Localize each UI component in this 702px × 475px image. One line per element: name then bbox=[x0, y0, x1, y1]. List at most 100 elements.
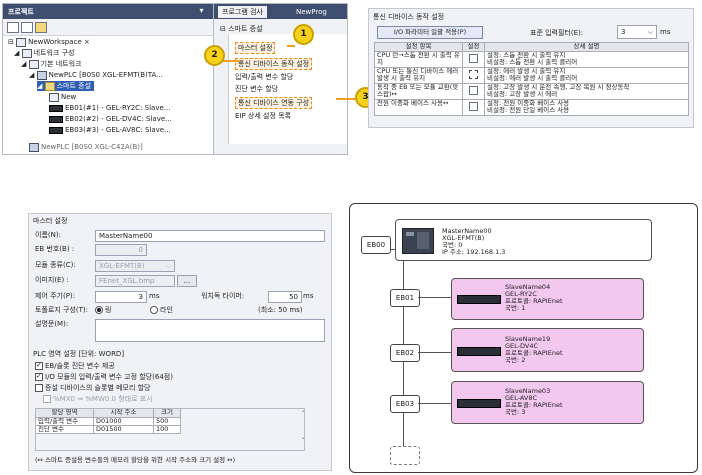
collapse-icon[interactable]: ◢ bbox=[29, 71, 37, 79]
workspace-icon bbox=[16, 37, 27, 47]
slave-eb-label[interactable]: EB01 bbox=[390, 289, 420, 307]
menu-item-master-setting[interactable]: 마스터 설정 bbox=[235, 42, 276, 54]
tab-new-program[interactable]: NewProg bbox=[296, 8, 327, 16]
setting-checkbox[interactable] bbox=[469, 54, 478, 63]
folder-icon[interactable] bbox=[35, 22, 47, 33]
slave-card[interactable]: SlaveName19 GEL-DV4C 프로토콜: RAPIEnet 국번: … bbox=[451, 328, 644, 372]
tree-item-label: EB01(#1) - GEL-RY2C: Slave... bbox=[65, 104, 171, 112]
scroll-up-icon[interactable]: ⌃ bbox=[300, 410, 307, 417]
tree-item-smart-extension[interactable]: ◢ 스마트 증설 bbox=[37, 81, 95, 91]
apply-io-parameters-button[interactable]: I/O 파라미터 일괄 적용(P) bbox=[377, 26, 483, 39]
tree-item-newplc-master[interactable]: ◢ NewPLC [B0S0 XGL-EFMT(B)TA... bbox=[29, 70, 163, 80]
slave-station: 국번: 2 bbox=[505, 356, 526, 364]
topology-ring-radio[interactable]: 링 bbox=[95, 305, 111, 316]
menu-item-io-variable-allocation[interactable]: 입력/출력 변수 할당 bbox=[235, 73, 294, 81]
eb-number-label: EB 번호(B) : bbox=[35, 245, 75, 253]
menu-item-comm-device-operation[interactable]: 통신 디바이스 동작 설정 bbox=[235, 58, 313, 70]
tree-item-eb02[interactable]: EB02(#2) - GEL-DV4C: Slave... bbox=[49, 114, 172, 124]
plc-area-table: 할당 영역 시작 주소 크기 입력/출력 변수 D01000 500 진단 변수… bbox=[35, 408, 181, 434]
table-scrollbar[interactable]: ⌃ ⌄ bbox=[299, 408, 308, 444]
description-field[interactable] bbox=[95, 319, 325, 342]
name-field[interactable]: MasterName00 bbox=[95, 230, 325, 242]
menu-item-eip-detail-list[interactable]: EIP 상세 설정 목록 bbox=[235, 112, 292, 120]
size-cell[interactable]: 100 bbox=[153, 425, 181, 434]
tree-item-network-config[interactable]: ◢ 네트워크 구성 bbox=[14, 48, 74, 58]
callout-3-line bbox=[336, 98, 358, 100]
tree-item-basic-network[interactable]: ◢ 기본 네트워크 bbox=[21, 59, 81, 69]
tab-program-check[interactable]: 프로그램 검사 bbox=[218, 6, 267, 18]
col-header-setting: 설정 bbox=[462, 42, 485, 52]
collapse-icon[interactable]: ◢ bbox=[21, 60, 29, 68]
radio-icon bbox=[150, 306, 158, 314]
menu-root-smart-extension[interactable]: ⊟ 스마트 증설 bbox=[220, 24, 263, 34]
setting-checkbox-cell bbox=[462, 99, 485, 116]
tree-item-label: 스마트 증설 bbox=[56, 82, 92, 90]
slave-station: 국번: 3 bbox=[505, 408, 526, 416]
collapse-icon[interactable]: ⊟ bbox=[8, 38, 17, 46]
setting-checkbox[interactable] bbox=[469, 86, 478, 95]
callout-2-badge: 2 bbox=[204, 45, 225, 66]
menu-item-comm-device-link-config[interactable]: 통신 디바이스 연동 구성 bbox=[235, 97, 313, 109]
copy-icon[interactable] bbox=[21, 22, 33, 33]
slot-memory-checkbox[interactable]: 증설 디바이스의 슬롯별 메모리 할당 bbox=[35, 383, 151, 394]
program-icon bbox=[49, 92, 59, 102]
callout-1-line bbox=[287, 45, 295, 47]
control-period-field[interactable]: 3 bbox=[95, 291, 147, 303]
slave-eb-label[interactable]: EB02 bbox=[390, 344, 420, 362]
control-period-label: 제어 주기(P): bbox=[35, 292, 76, 300]
tree-item-new[interactable]: New bbox=[49, 92, 76, 102]
slave-card[interactable]: SlaveName03 GEL-AV8C 프로토콜: RAPIEnet 국번: … bbox=[451, 381, 644, 424]
tree-item-label: NewWorkspace × bbox=[28, 38, 90, 46]
filter-label: 표준 입력필터(E): bbox=[530, 29, 584, 37]
master-eb-label[interactable]: EB00 bbox=[361, 236, 391, 254]
table-row: CPU 런→스톱 전환 시 출력 유지 설정: 스톱 전환 시 출력 유지 비설… bbox=[374, 51, 689, 68]
slave-link-line bbox=[418, 352, 451, 353]
checkbox-checked-icon bbox=[35, 360, 43, 371]
slave-module-icon bbox=[49, 115, 63, 123]
tree-item-newplc-2[interactable]: NewPLC [B0S0 XGL-C42A(B)] bbox=[29, 142, 143, 152]
setting-checkbox-cell bbox=[462, 67, 485, 84]
collapse-icon[interactable]: ◢ bbox=[14, 49, 22, 57]
project-panel-title: 프로젝트 bbox=[8, 8, 34, 16]
setting-checkbox[interactable] bbox=[469, 70, 478, 79]
watchdog-label: 워치독 타이머: bbox=[201, 292, 245, 300]
table-row[interactable]: 진단 변수 D01500 100 bbox=[35, 425, 181, 434]
menu-list: 마스터 설정 통신 디바이스 동작 설정 입력/출력 변수 할당 진단 변수 할… bbox=[228, 34, 347, 144]
scroll-down-icon[interactable]: ⌄ bbox=[300, 434, 307, 441]
browse-image-button[interactable]: ... bbox=[177, 275, 197, 287]
eb-slot-diag-checkbox[interactable]: EB/슬롯 진단 변수 제공 bbox=[35, 360, 115, 372]
setting-item: CPU 또는 통신 디바이스 에러 발생 시 출력 유지 bbox=[374, 67, 463, 84]
setting-item: 동작 중 EB 또는 모듈 교환(핫 스왑)↔ bbox=[374, 83, 463, 100]
topology-line-radio[interactable]: 라인 bbox=[150, 305, 173, 316]
slave-protocol: 프로토콜: RAPIEnet bbox=[505, 349, 563, 357]
watchdog-unit: ms bbox=[303, 292, 314, 300]
setting-description: 설정: 스톱 전환 시 출력 유지 비설정: 스톱 전환 시 출력 클리어 bbox=[484, 51, 689, 68]
master-card[interactable]: MasterName00 XGL-EFMT(B) 국번: 0 IP 주소: 19… bbox=[395, 219, 652, 261]
tree-item-workspace[interactable]: ⊟ NewWorkspace × bbox=[8, 37, 90, 47]
menu-item-diagnostic-variable[interactable]: 진단 변수 할당 bbox=[235, 85, 279, 93]
properties-icon[interactable] bbox=[7, 22, 19, 33]
filter-select[interactable]: 3 ⌵ bbox=[617, 25, 657, 39]
tree-item-eb01[interactable]: EB01(#1) - GEL-RY2C: Slave... bbox=[49, 103, 170, 113]
master-setting-title: 마스터 설정 bbox=[33, 217, 68, 225]
collapse-icon[interactable]: ⊟ bbox=[220, 25, 229, 33]
network-icon bbox=[28, 59, 39, 69]
slave-module-icon bbox=[49, 104, 63, 112]
callout-1-badge: 1 bbox=[293, 24, 314, 45]
slave-card[interactable]: SlaveName04 GEL-RY2C 프로토콜: RAPIEnet 국번: … bbox=[451, 278, 644, 320]
tree-item-eb03[interactable]: EB03(#3) - GEL-AV8C: Slave... bbox=[49, 125, 171, 135]
table-header-row: 설정 항목 설정 상세 설명 bbox=[374, 42, 689, 52]
collapse-icon[interactable]: ◢ bbox=[37, 82, 45, 90]
slave-eb-label[interactable]: EB03 bbox=[390, 395, 420, 413]
tree-item-label: New bbox=[61, 93, 77, 101]
empty-eb-slot[interactable] bbox=[390, 446, 420, 465]
setting-checkbox[interactable] bbox=[469, 102, 478, 111]
watchdog-field[interactable]: 50 bbox=[268, 291, 302, 303]
setting-item: 전원 이중화 베이스 사용↔ bbox=[374, 99, 463, 116]
checkbox-label: I/O 모듈의 입력/출력 변수 고정 할당(64점) bbox=[45, 373, 173, 381]
mx-display-checkbox: %MX0 ⇒ %MW0.0 형태로 표시 bbox=[43, 394, 153, 405]
io-fixed-allocation-checkbox[interactable]: I/O 모듈의 입력/출력 변수 고정 할당(64점) bbox=[35, 371, 173, 383]
checkbox-label: 증설 디바이스의 슬롯별 메모리 할당 bbox=[45, 384, 151, 392]
module-type-select: XGL-EFMT(B) ⌵ bbox=[95, 260, 175, 272]
checkbox-label: %MX0 ⇒ %MW0.0 형태로 표시 bbox=[53, 395, 153, 403]
